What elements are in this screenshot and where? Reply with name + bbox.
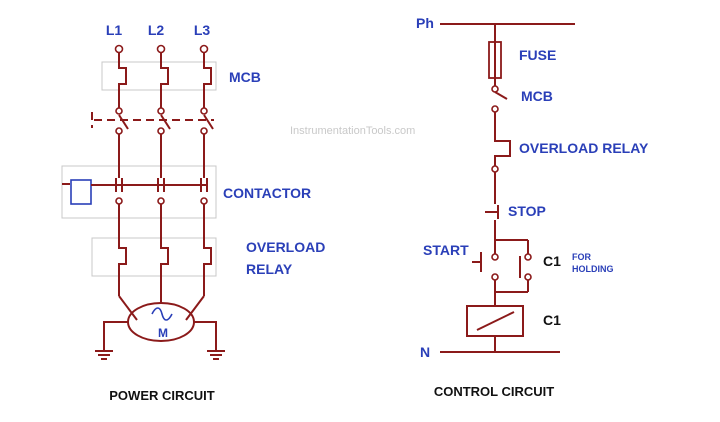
contactor-label: CONTACTOR bbox=[223, 185, 311, 201]
motor-wires bbox=[118, 295, 205, 321]
overload-label-line1: OVERLOAD bbox=[246, 239, 325, 255]
mcb-label: MCB bbox=[229, 69, 261, 85]
holding-contact-label: C1 bbox=[543, 253, 561, 269]
phase-line bbox=[440, 23, 575, 42]
phase-label-l1: L1 bbox=[106, 22, 123, 38]
power-circuit-title: POWER CIRCUIT bbox=[109, 388, 215, 403]
control-mcb-contact bbox=[494, 91, 508, 100]
phase-wire-l1 bbox=[114, 44, 129, 296]
phase-wire-l3 bbox=[199, 44, 214, 296]
phase-label-l2: L2 bbox=[148, 22, 165, 38]
mcb-linkage bbox=[91, 112, 214, 128]
start-branch bbox=[494, 239, 529, 254]
overload-label-line2: RELAY bbox=[246, 261, 293, 277]
control-circuit: Ph FUSE MCB OVERLOAD RELAY STOP START C1… bbox=[416, 15, 649, 399]
contactor-coil bbox=[70, 179, 92, 205]
control-overload-label: OVERLOAD RELAY bbox=[519, 140, 649, 156]
neutral-label: N bbox=[420, 344, 430, 360]
motor-label: M bbox=[158, 326, 168, 340]
start-label: START bbox=[423, 242, 469, 258]
overload-box bbox=[91, 237, 217, 277]
ground-right-icon bbox=[207, 350, 225, 360]
phase-wire-l2 bbox=[156, 44, 171, 296]
contactor-box bbox=[61, 165, 217, 219]
ground-right-wire bbox=[194, 321, 217, 350]
ground-left-icon bbox=[95, 350, 113, 360]
overload-contact bbox=[494, 112, 511, 166]
phase-label-l3: L3 bbox=[194, 22, 211, 38]
for-holding-line2: HOLDING bbox=[572, 264, 614, 274]
stop-label: STOP bbox=[508, 203, 546, 219]
contactor-linkage bbox=[62, 183, 206, 186]
coil-label: C1 bbox=[543, 312, 561, 328]
power-circuit: L1 L2 L3 bbox=[61, 22, 325, 403]
fuse-label: FUSE bbox=[519, 47, 556, 63]
motor-sine-icon bbox=[151, 307, 173, 321]
start-button bbox=[472, 252, 482, 272]
control-mcb-label: MCB bbox=[521, 88, 553, 104]
neutral-line bbox=[440, 336, 560, 353]
ground-left-wire bbox=[103, 321, 128, 350]
for-holding-line1: FOR bbox=[572, 252, 591, 262]
watermark: InstrumentationTools.com bbox=[290, 125, 415, 137]
mcb-box bbox=[101, 61, 217, 91]
phase-line-label: Ph bbox=[416, 15, 434, 31]
control-circuit-title: CONTROL CIRCUIT bbox=[434, 384, 554, 399]
stop-button bbox=[485, 205, 499, 240]
